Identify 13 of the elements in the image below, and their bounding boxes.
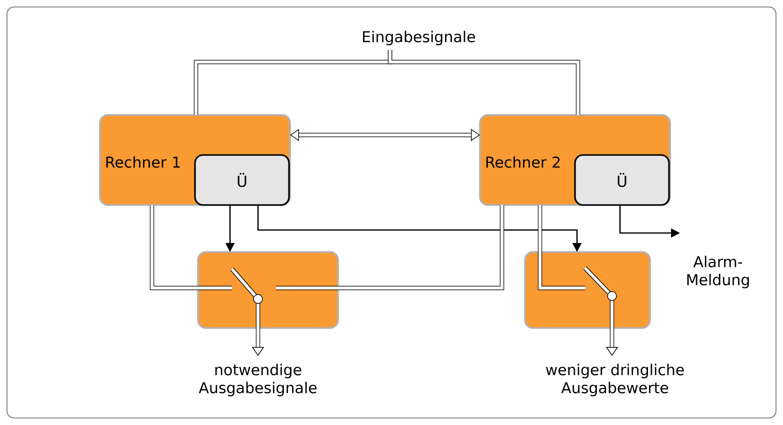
- connector-line: [388, 50, 580, 115]
- connector-line: [150, 205, 232, 290]
- connector-line: [538, 205, 585, 290]
- connector-line: [276, 205, 504, 290]
- text-label: weniger dringliche Ausgabewerte: [546, 364, 684, 396]
- arrow: [290, 128, 480, 142]
- text-label: Eingabesignale: [363, 30, 475, 46]
- switch-box: [524, 251, 651, 329]
- monitor-box: Ü: [574, 154, 670, 206]
- text-label: notwendige Ausgabesignale: [198, 364, 317, 396]
- text-label: Alarm- Meldung: [687, 256, 749, 288]
- switch-box: [197, 251, 339, 329]
- monitor-box: Ü: [194, 154, 290, 206]
